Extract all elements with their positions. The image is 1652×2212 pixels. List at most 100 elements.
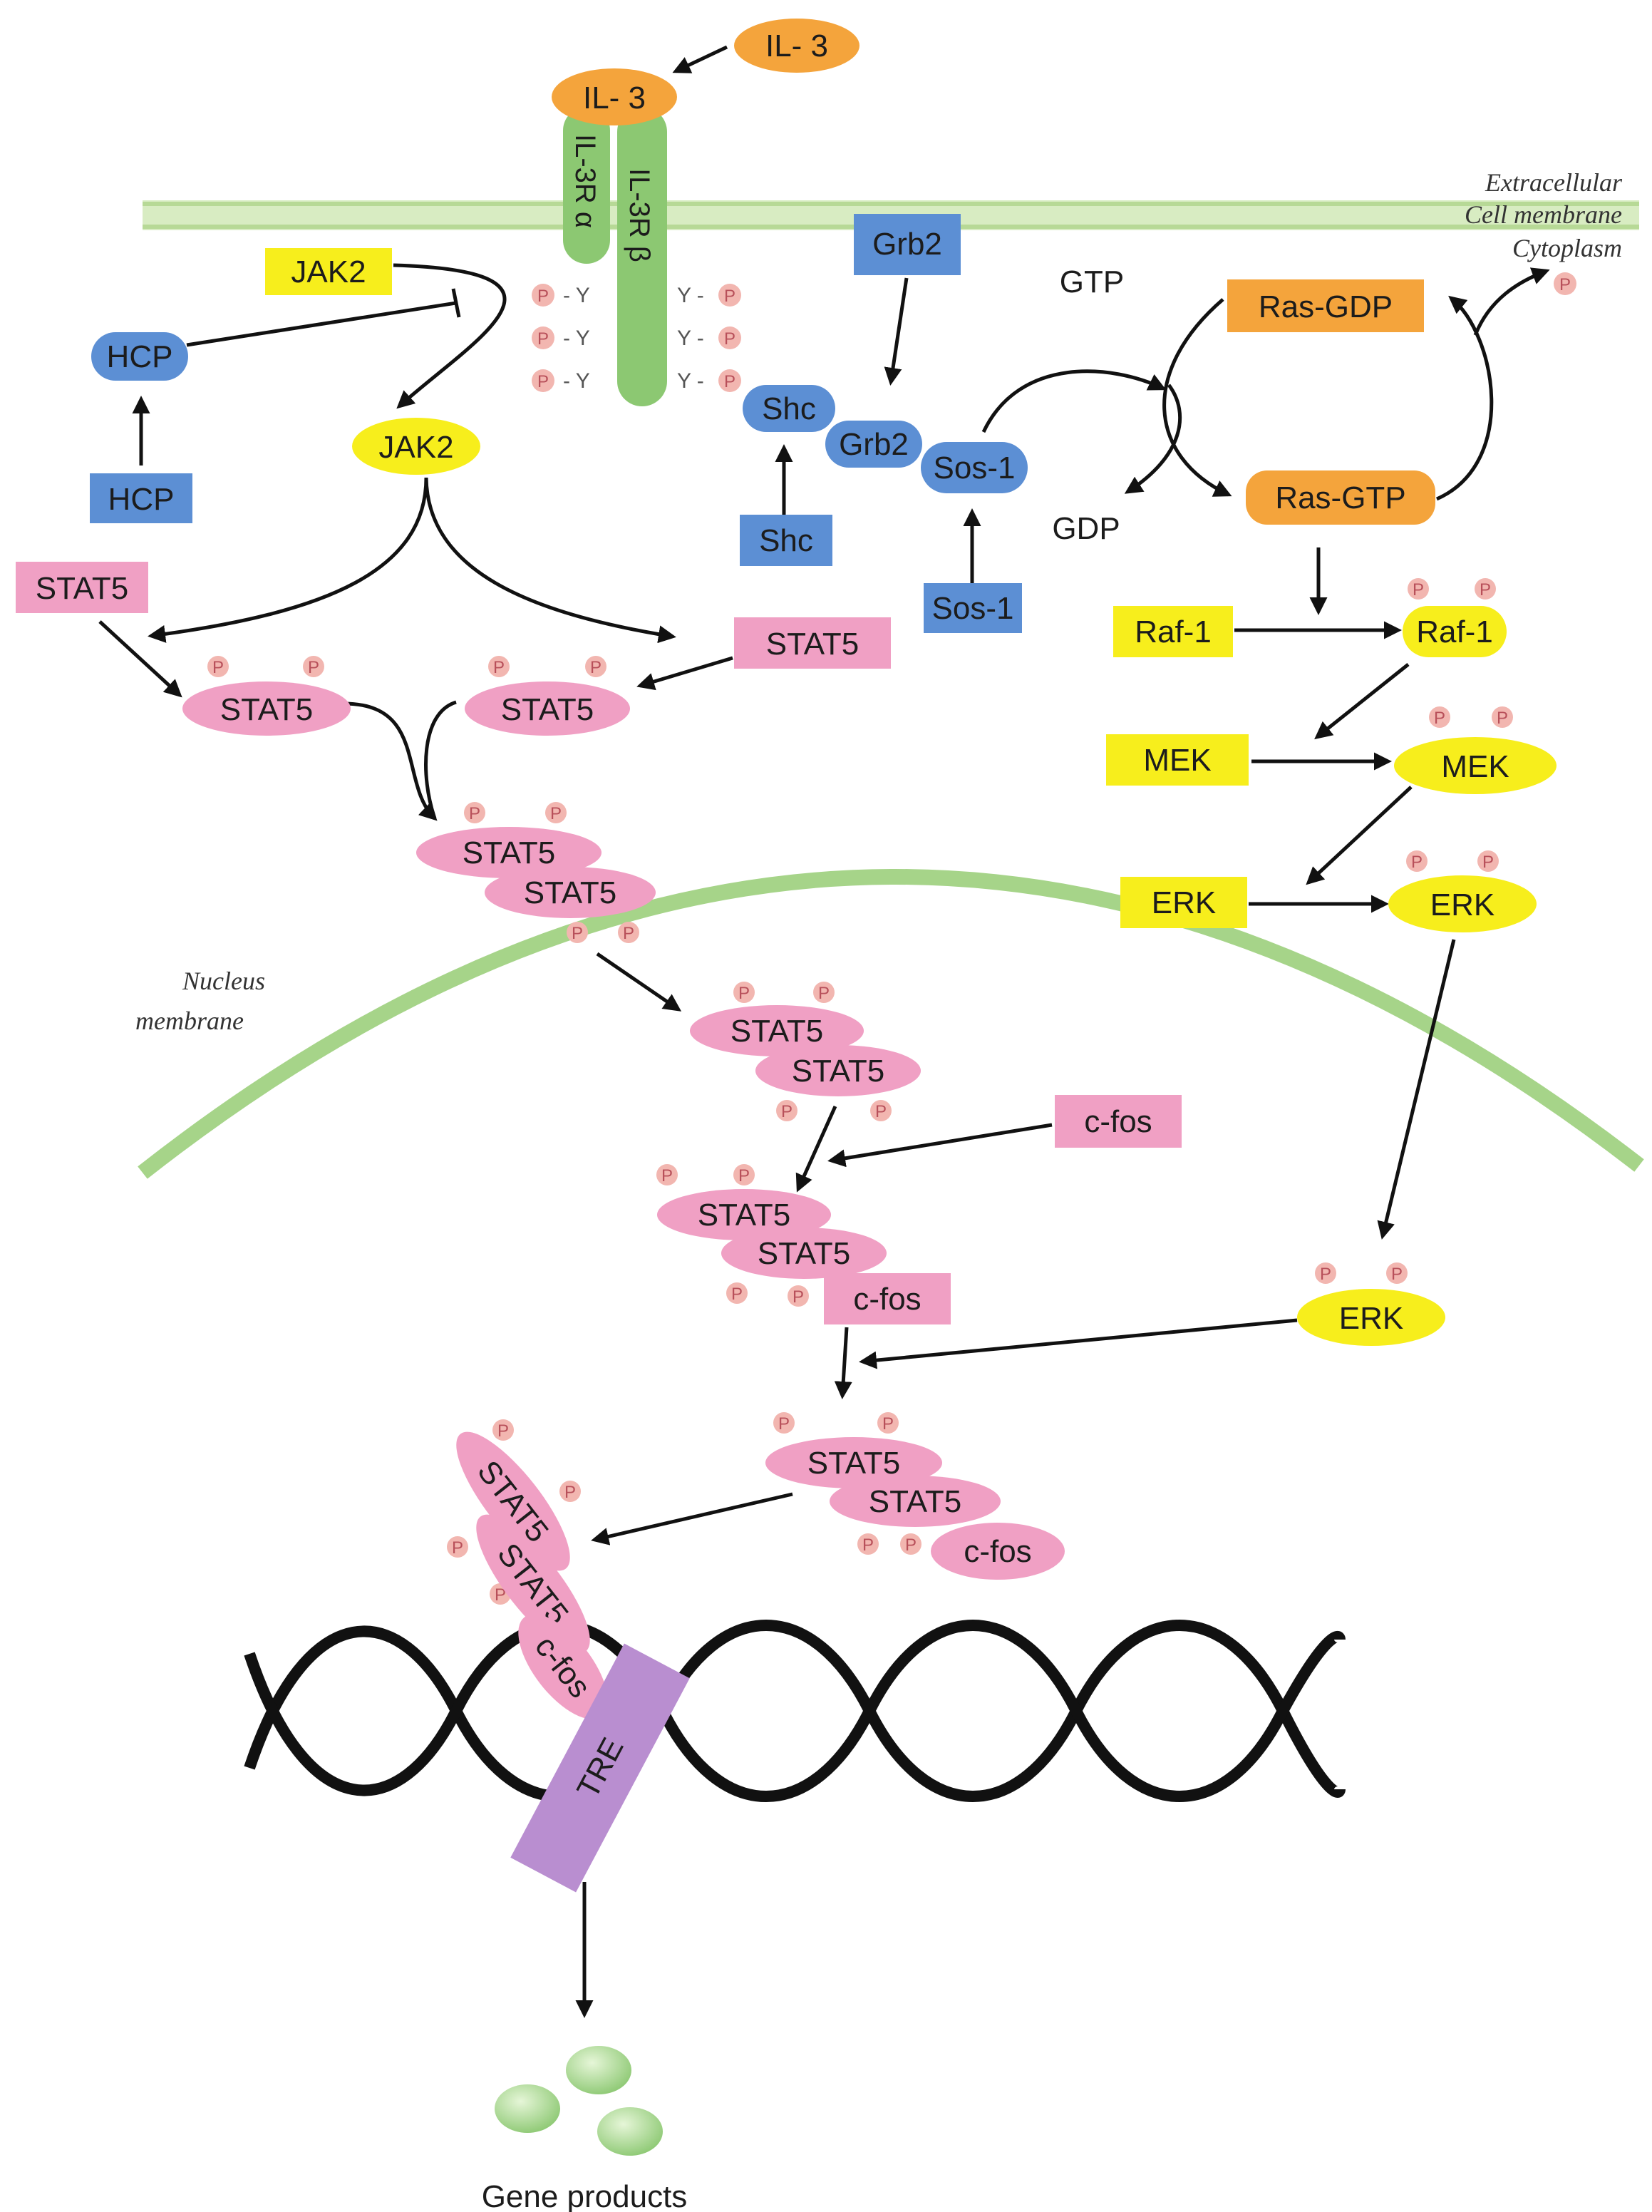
nucleus-membrane-label: membrane [135,1007,244,1035]
cytoplasm-label: Cytoplasm [1512,234,1622,262]
svg-text:P: P [875,1102,887,1121]
svg-text:P: P [738,1166,750,1185]
gene-products-label: Gene products [482,2179,688,2212]
hcp-inactive: HCP [90,473,192,523]
ras-gdp: Ras-GDP [1227,279,1424,332]
svg-text:STAT5: STAT5 [220,692,313,727]
svg-text:Ras-GDP: Ras-GDP [1259,289,1393,324]
tre-element: TRE [510,1643,690,1893]
svg-text:P: P [862,1535,874,1555]
svg-text:Sos-1: Sos-1 [932,591,1014,626]
svg-text:P: P [452,1538,463,1558]
arrows [98,45,1550,2018]
mek-active: P P MEK [1394,706,1557,794]
svg-text:P: P [1480,580,1491,600]
svg-text:P: P [495,1585,506,1605]
stat5-phos-left: P P STAT5 [182,656,351,736]
svg-text:Y -: Y - [677,369,704,393]
svg-text:c-fos: c-fos [1084,1104,1152,1139]
svg-text:JAK2: JAK2 [291,254,366,289]
svg-text:Ras-GTP: Ras-GTP [1275,480,1405,515]
svg-text:STAT5: STAT5 [36,571,128,606]
svg-text:P: P [1559,275,1571,294]
svg-text:P: P [537,287,549,306]
svg-text:MEK: MEK [1143,743,1211,778]
svg-text:P: P [493,658,505,677]
mek-inactive: MEK [1106,734,1249,786]
released-phosphate: P [1554,272,1576,295]
gtp-label: GTP [1060,264,1124,299]
stat5-cfos-complex-1: P P STAT5 STAT5 P P c-fos [656,1164,951,1324]
svg-text:P: P [623,924,634,943]
svg-text:IL- 3: IL- 3 [583,81,646,115]
shc-box: Shc [740,515,832,566]
svg-text:Y -: Y - [677,284,704,307]
raf1-inactive: Raf-1 [1113,606,1233,657]
svg-text:c-fos: c-fos [853,1282,921,1317]
svg-text:STAT5: STAT5 [758,1236,850,1271]
svg-text:P: P [661,1166,673,1185]
bound-il3 [552,68,677,125]
svg-text:P: P [724,287,735,306]
receptor-phosphotyrosines: P - Y P - Y P - Y Y - P Y - P Y - P [532,284,741,393]
erk-inactive: ERK [1120,877,1247,928]
stat5-unphos-right: STAT5 [734,617,891,669]
grb2-box: Grb2 [854,214,961,275]
stat5-dimer-cytoplasm: P P STAT5 STAT5 P P [416,802,656,943]
stat5-cfos-complex-2: P P STAT5 STAT5 P P c-fos [765,1412,1065,1580]
jak2-active: JAK2 [352,418,480,475]
svg-text:STAT5: STAT5 [869,1484,961,1519]
svg-text:P: P [818,984,830,1003]
svg-text:ERK: ERK [1152,885,1216,920]
svg-text:P: P [778,1414,790,1434]
nucleus-membrane [138,869,1644,1179]
svg-text:P: P [724,329,735,349]
cell-membrane-label: Cell membrane [1465,200,1622,229]
extracellular-label: Extracellular [1485,168,1623,197]
svg-text:P: P [1413,580,1424,600]
il3r-alpha-label: IL-3R α [569,134,601,228]
stat5-unphos-left: STAT5 [16,562,148,613]
svg-text:MEK: MEK [1441,749,1509,784]
nucleus-label: Nucleus [182,967,265,995]
erk-nuclear: P P ERK [1297,1262,1445,1346]
svg-text:P: P [1497,709,1508,728]
ras-gtp: Ras-GTP [1246,470,1435,525]
shc-grb2-sos1-complex: Shc Grb2 Sos-1 [743,385,1028,493]
svg-text:HCP: HCP [107,339,173,374]
sos1-box: Sos-1 [924,583,1022,633]
svg-text:P: P [724,372,735,391]
il3r-beta-label: IL-3R β [624,168,655,262]
svg-text:JAK2: JAK2 [378,430,453,465]
hcp-active: HCP [91,332,188,381]
dna-helix [244,1620,1346,1802]
svg-text:P: P [550,804,562,823]
svg-text:P: P [537,329,549,349]
svg-text:ERK: ERK [1339,1301,1403,1336]
svg-text:P: P [905,1535,917,1555]
il3-receptor: IL- 3 IL-3R α IL-3R β [552,68,677,406]
svg-text:ERK: ERK [1430,888,1494,922]
svg-text:P: P [1434,709,1445,728]
svg-text:P: P [781,1102,793,1121]
svg-text:STAT5: STAT5 [524,875,616,910]
il3-ligand: IL- 3 [734,19,859,73]
gdp-label: GDP [1052,511,1120,546]
stat5-phos-right: P P STAT5 [465,656,630,736]
svg-text:STAT5: STAT5 [698,1198,790,1233]
svg-text:- Y: - Y [563,326,590,350]
svg-text:P: P [1411,853,1423,872]
svg-text:Sos-1: Sos-1 [934,451,1016,485]
stat5-dimer-nucleus: P P STAT5 STAT5 P P [690,982,921,1121]
svg-text:P: P [882,1414,894,1434]
svg-text:Y -: Y - [677,326,704,350]
svg-text:Shc: Shc [762,391,816,426]
svg-text:P: P [1391,1265,1403,1284]
svg-text:- Y: - Y [563,369,590,393]
svg-text:STAT5: STAT5 [807,1446,900,1481]
erk-active: P P ERK [1388,850,1537,932]
svg-text:P: P [497,1421,509,1441]
svg-text:STAT5: STAT5 [792,1054,884,1089]
